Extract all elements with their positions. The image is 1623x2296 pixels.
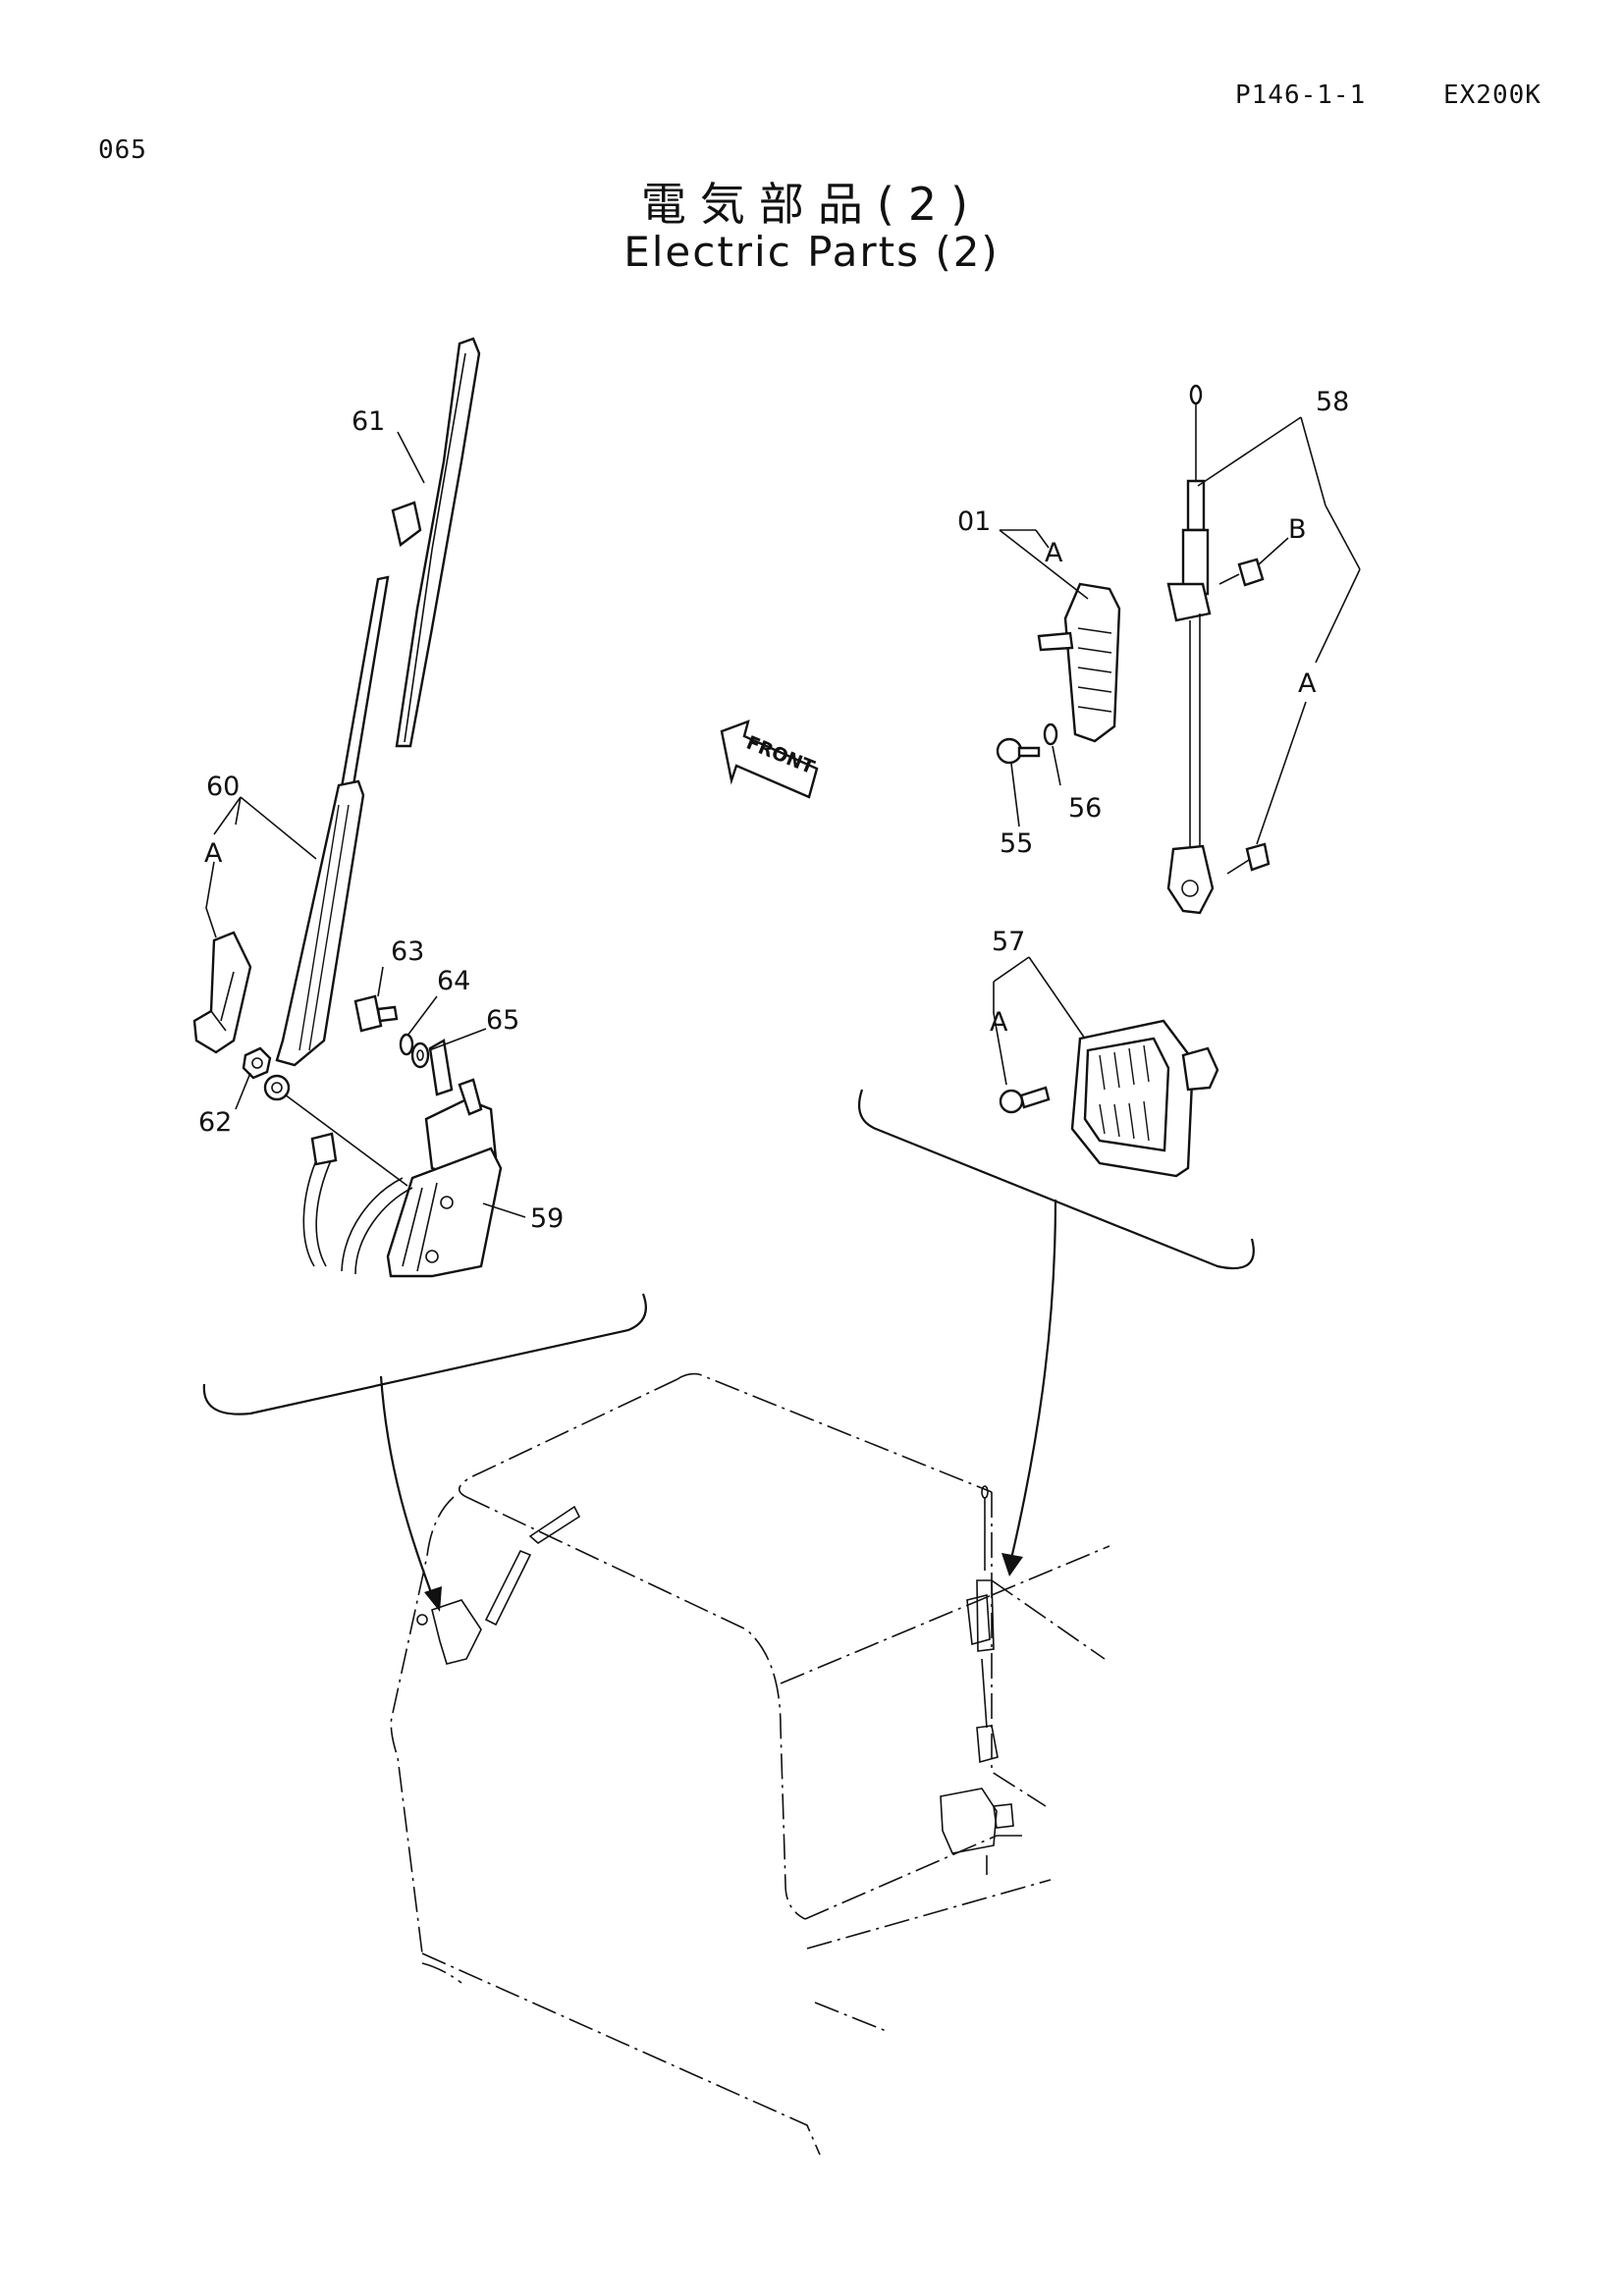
leader-lines-left: [205, 431, 526, 1218]
washer-65: [410, 1041, 430, 1069]
callout-63: 63: [391, 936, 424, 967]
page-code: P146-1-1: [1235, 80, 1367, 110]
screw-a-lamp57: [999, 1086, 1051, 1114]
washer-56: [1043, 722, 1058, 746]
arrow-left-detail: [379, 1375, 434, 1596]
wiper-arm: [263, 575, 390, 1101]
bolt-63: [353, 994, 399, 1033]
callout-56: 56: [1068, 793, 1102, 824]
installed-antenna-lamps: [940, 1485, 1014, 1875]
work-lamp-57: [1070, 1019, 1219, 1178]
callout-01: 01: [957, 507, 991, 537]
callout-60: 60: [206, 772, 240, 802]
screw-a-antenna: [1226, 842, 1271, 875]
callout-65: 65: [486, 1005, 519, 1036]
antenna-58: [1166, 384, 1215, 915]
wiper-bracket: [192, 931, 252, 1054]
callout-59: 59: [530, 1203, 564, 1234]
callout-58: 58: [1316, 387, 1349, 417]
wiper-blade: [391, 337, 481, 748]
cab-outline: [390, 1372, 1110, 2156]
washer-64: [399, 1033, 414, 1056]
callout-55: 55: [1000, 828, 1033, 859]
detail-frame-right: [858, 1089, 1255, 1270]
installed-wiper: [416, 1505, 581, 1665]
callout-a-lamp01: A: [1045, 538, 1063, 568]
work-lamp-01: [1037, 582, 1121, 743]
arrowhead-right: [1001, 1553, 1023, 1576]
callout-64: 64: [437, 966, 470, 996]
title-english: Electric Parts (2): [623, 228, 1000, 276]
nut-62: [242, 1046, 272, 1080]
model-code: EX200K: [1443, 80, 1542, 110]
callout-57: 57: [992, 927, 1025, 957]
detail-frame-left: [202, 1293, 647, 1415]
screw-55: [996, 737, 1041, 765]
front-direction-arrow: FRONT: [720, 720, 819, 799]
callout-a-antenna: A: [1298, 668, 1317, 699]
title-japanese: 電気部品(2): [640, 178, 983, 231]
callout-a-lamp57: A: [990, 1007, 1008, 1038]
arrow-right-detail: [1009, 1199, 1057, 1560]
callout-61: 61: [352, 406, 385, 437]
callout-b-antenna: B: [1288, 514, 1307, 545]
wiper-motor: [302, 1039, 503, 1278]
screw-b-antenna: [1218, 558, 1265, 587]
leader-lines-right: [993, 416, 1361, 1086]
callout-a-wiper: A: [204, 838, 223, 869]
callout-62: 62: [198, 1107, 232, 1138]
arrowhead-left: [424, 1586, 442, 1612]
page-number: 065: [98, 135, 147, 165]
